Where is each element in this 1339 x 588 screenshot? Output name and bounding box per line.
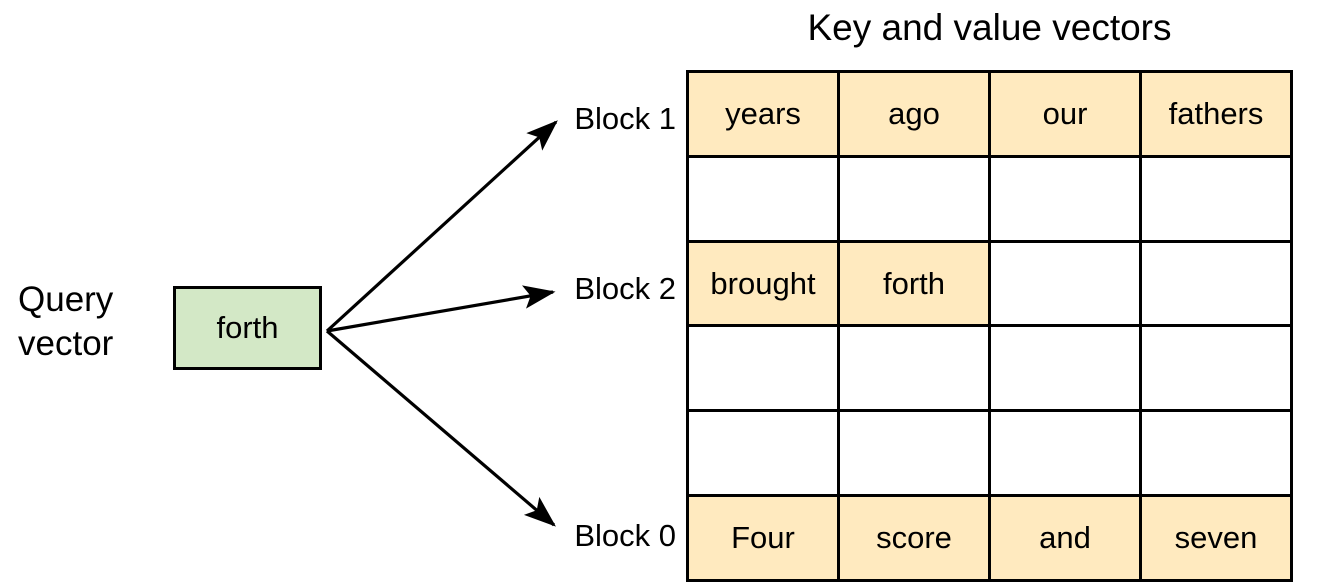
query-vector-label: Query vector: [18, 278, 166, 366]
grid-cell[interactable]: our: [991, 73, 1142, 158]
query-vector-label-line2: vector: [18, 324, 114, 363]
grid-cell[interactable]: score: [840, 497, 991, 582]
arrow-to-block-1: [325, 120, 558, 333]
grid-cell[interactable]: [991, 327, 1142, 413]
grid-cell[interactable]: and: [991, 497, 1142, 582]
arrow-to-block-0: [325, 329, 556, 527]
grid-cell[interactable]: [840, 412, 991, 498]
grid-cell[interactable]: [1142, 157, 1293, 243]
query-vector-box[interactable]: forth: [173, 286, 322, 370]
grid-cell[interactable]: [991, 157, 1142, 243]
block-label-1: Block 1: [574, 101, 676, 136]
grid-row: [689, 412, 1293, 498]
block-label-0: Block 0: [574, 518, 676, 553]
grid-cell[interactable]: Four: [689, 497, 840, 582]
grid-cell[interactable]: [991, 412, 1142, 498]
grid-row: [689, 327, 1293, 413]
grid-cell[interactable]: [840, 327, 991, 413]
grid-cell[interactable]: [1142, 412, 1293, 498]
grid-cell[interactable]: seven: [1142, 497, 1293, 582]
grid-cell[interactable]: fathers: [1142, 73, 1293, 158]
page-title: Key and value vectors: [807, 7, 1172, 48]
query-vector-value: forth: [216, 310, 279, 345]
grid-cell[interactable]: [991, 242, 1142, 328]
grid-cell[interactable]: years: [689, 73, 840, 158]
grid-cell[interactable]: [840, 157, 991, 243]
grid-cell[interactable]: [689, 157, 840, 243]
block-label-2: Block 2: [574, 271, 676, 306]
grid-cell[interactable]: [1142, 327, 1293, 413]
arrow-to-block-2: [326, 285, 556, 333]
grid-cell[interactable]: [1142, 242, 1293, 328]
grid-cell[interactable]: [689, 327, 840, 413]
grid-cell[interactable]: brought: [689, 242, 840, 328]
query-vector-label-line1: Query: [18, 280, 114, 319]
grid-cell[interactable]: ago: [840, 73, 991, 158]
grid-cell[interactable]: forth: [840, 242, 991, 328]
grid-row: [689, 157, 1293, 243]
grid-cell[interactable]: [689, 412, 840, 498]
